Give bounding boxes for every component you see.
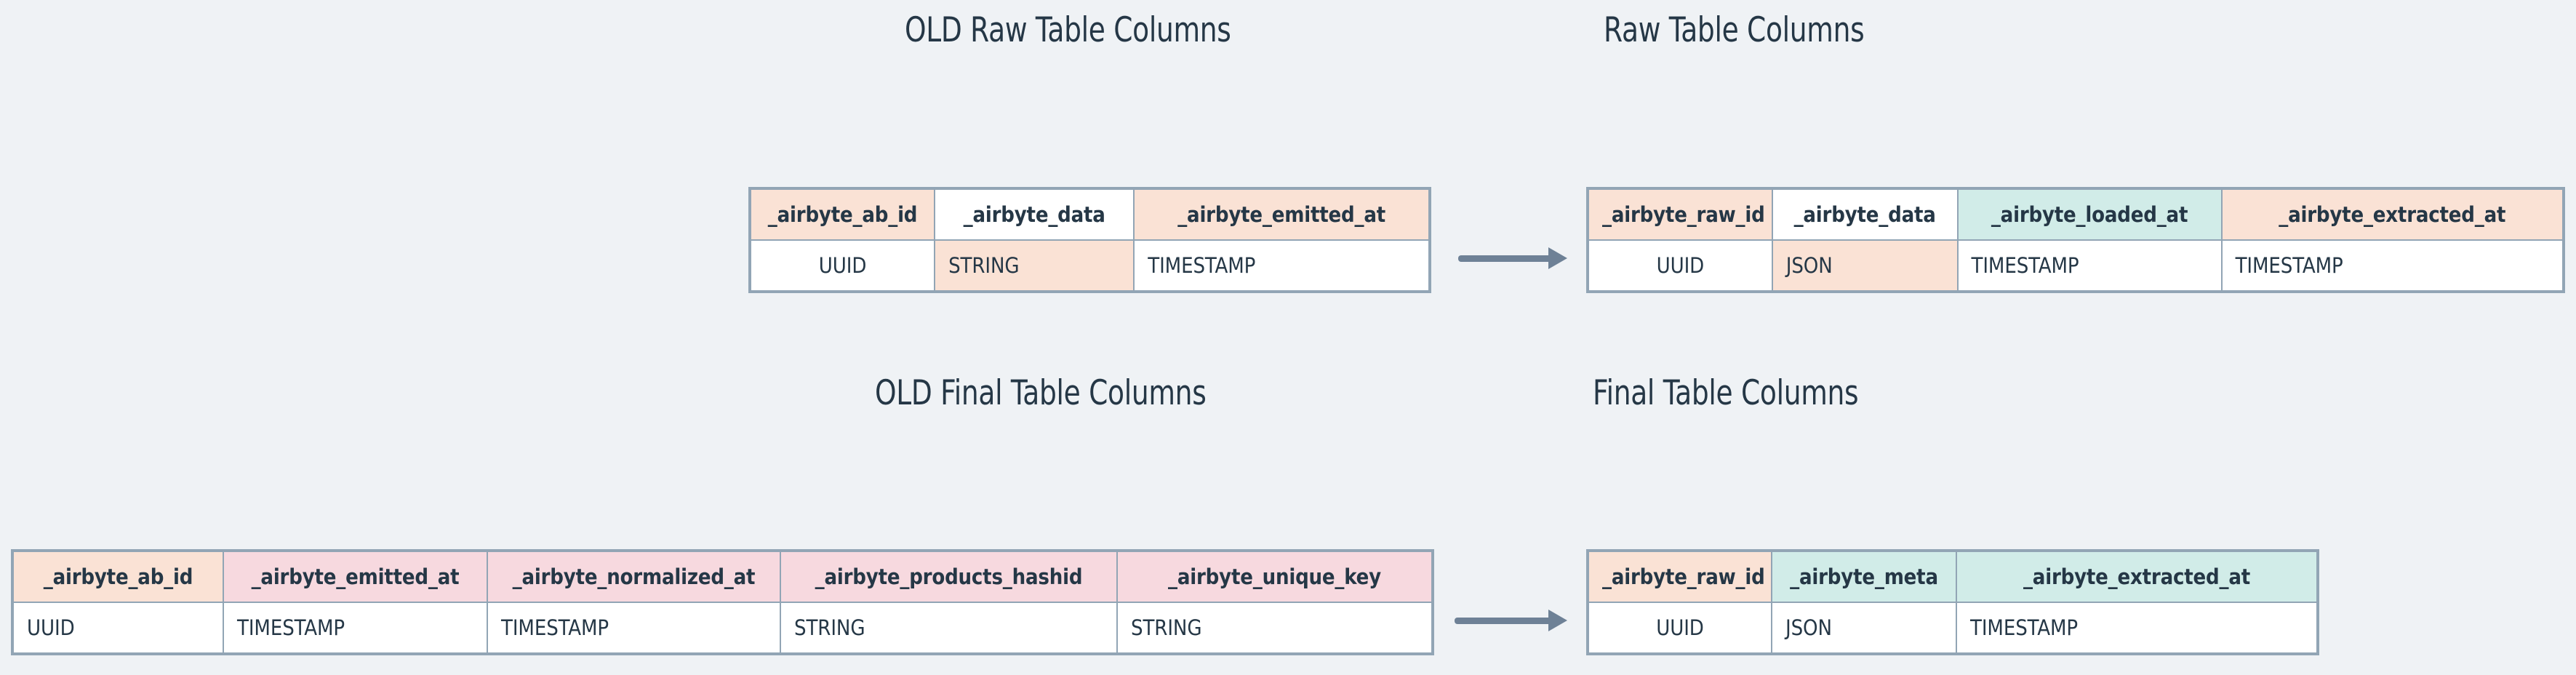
table-header-row: _airbyte_raw_id_airbyte_meta_airbyte_ext…: [1587, 550, 2319, 603]
arrow-shaft: [1458, 255, 1551, 262]
column-type-cell: TIMESTAMP: [1133, 239, 1431, 292]
section-title-new-final: Final Table Columns: [1593, 373, 1859, 413]
arrow-shaft: [1455, 618, 1551, 624]
column-type-cell: TIMESTAMP: [487, 602, 781, 655]
new-raw-table: _airbyte_raw_id_airbyte_data_airbyte_loa…: [1586, 187, 2565, 293]
column-header-cell: _airbyte_unique_key: [1116, 550, 1433, 603]
final-transition-arrow-icon: [1455, 610, 1567, 631]
raw-transition-arrow-icon: [1458, 247, 1567, 269]
column-header-cell: _airbyte_emitted_at: [1133, 188, 1431, 241]
column-type-cell: STRING: [780, 602, 1118, 655]
column-type-cell: TIMESTAMP: [1956, 239, 2223, 292]
table-header-row: _airbyte_ab_id_airbyte_data_airbyte_emit…: [748, 188, 1431, 241]
column-header-cell: _airbyte_products_hashid: [780, 550, 1118, 603]
column-header-cell: _airbyte_extracted_at: [2220, 188, 2565, 241]
section-title-new-raw: Raw Table Columns: [1604, 10, 1865, 50]
column-header-cell: _airbyte_extracted_at: [1956, 550, 2319, 603]
section-title-old-final: OLD Final Table Columns: [875, 373, 1207, 413]
section-title-old-raw: OLD Raw Table Columns: [905, 10, 1231, 50]
column-type-cell: STRING: [934, 239, 1135, 292]
column-header-cell: _airbyte_loaded_at: [1956, 188, 2223, 241]
new-final-table: _airbyte_raw_id_airbyte_meta_airbyte_ext…: [1586, 549, 2319, 655]
arrow-head: [1548, 247, 1567, 269]
column-type-cell: JSON: [1771, 239, 1959, 292]
column-header-cell: _airbyte_meta: [1771, 550, 1957, 603]
column-header-cell: _airbyte_data: [1771, 188, 1959, 241]
column-header-cell: _airbyte_raw_id: [1587, 550, 1772, 603]
column-header-cell: _airbyte_normalized_at: [487, 550, 781, 603]
arrow-head: [1548, 610, 1567, 631]
table-header-row: _airbyte_ab_id_airbyte_emitted_at_airbyt…: [12, 550, 1433, 603]
column-type-cell: UUID: [1587, 239, 1773, 292]
column-type-cell: TIMESTAMP: [223, 602, 488, 655]
old-final-table: _airbyte_ab_id_airbyte_emitted_at_airbyt…: [11, 549, 1434, 655]
column-type-cell: UUID: [1587, 602, 1772, 655]
column-header-cell: _airbyte_emitted_at: [223, 550, 488, 603]
column-header-cell: _airbyte_ab_id: [12, 550, 224, 603]
column-type-cell: TIMESTAMP: [2220, 239, 2565, 292]
column-type-cell: UUID: [12, 602, 224, 655]
table-header-row: _airbyte_raw_id_airbyte_data_airbyte_loa…: [1587, 188, 2565, 241]
column-header-cell: _airbyte_raw_id: [1587, 188, 1773, 241]
column-header-cell: _airbyte_data: [934, 188, 1135, 241]
column-type-cell: UUID: [748, 239, 936, 292]
column-type-cell: JSON: [1771, 602, 1957, 655]
column-header-cell: _airbyte_ab_id: [748, 188, 936, 241]
column-type-cell: STRING: [1116, 602, 1433, 655]
old-raw-table: _airbyte_ab_id_airbyte_data_airbyte_emit…: [748, 187, 1431, 293]
column-type-cell: TIMESTAMP: [1956, 602, 2319, 655]
